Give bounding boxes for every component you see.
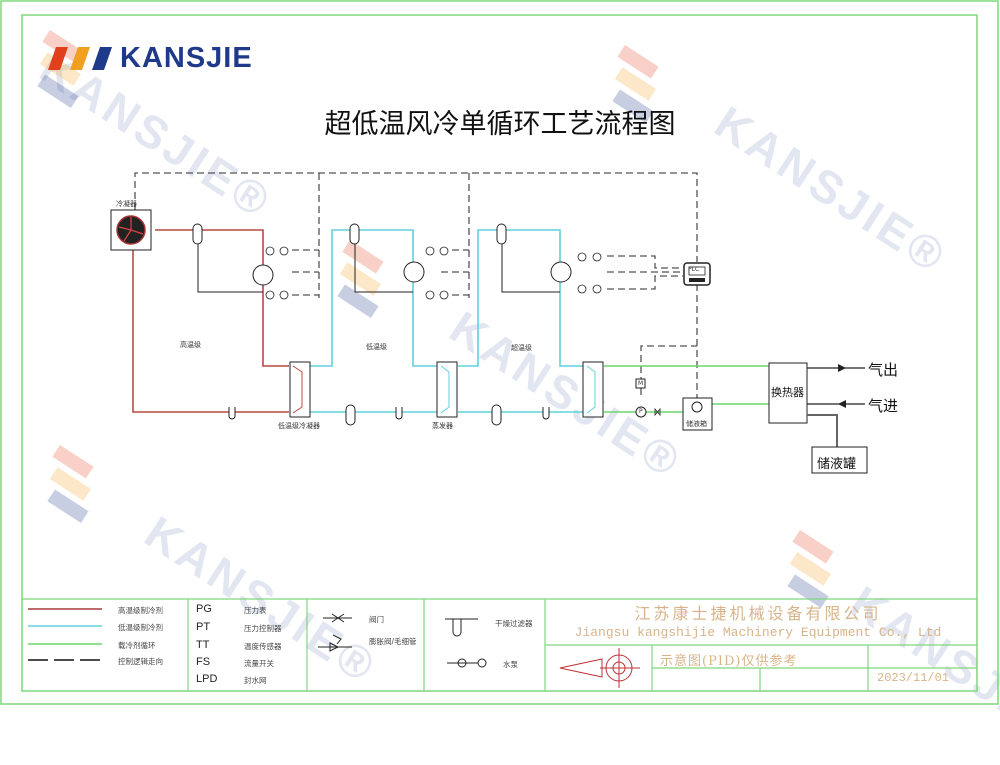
stage-ultra-label: 超温级 (511, 344, 532, 352)
gauges (265, 246, 602, 300)
legend-symbol-desc: 阀门 (369, 615, 384, 624)
evaporator-label: 蒸发器 (432, 422, 453, 430)
inner-frame (21, 14, 978, 692)
legend-symbol-desc: 膨胀阀/毛细管 (369, 637, 417, 646)
receivers (192, 223, 507, 426)
heat-exchanger (768, 362, 808, 424)
legend-symbols (318, 613, 487, 668)
legend-line-label: 控制逻辑走向 (118, 657, 163, 666)
storage-tank-label: 储液罐 (817, 457, 857, 472)
legend-code-desc: 封水网 (244, 676, 267, 685)
legend-symbol-desc: 干燥过滤器 (495, 619, 533, 628)
legend-code: PG (196, 603, 212, 615)
legend-code-desc: 温度传感器 (244, 642, 282, 651)
condenser (110, 209, 152, 251)
watermark-stripes (37, 30, 834, 608)
heat-exchanger-label: 换热器 (771, 386, 804, 399)
page-title: 超低温风冷单循环工艺流程图 (324, 109, 676, 140)
reservoir-tank-label: 储液箱 (686, 420, 707, 428)
legend-line-samples (28, 608, 102, 661)
water-pump (635, 378, 661, 418)
legend-code: PT (196, 621, 211, 633)
low-temp-lines (310, 229, 583, 413)
legend-code: LPD (196, 673, 218, 685)
drawing-date: 2023/11/01 (877, 671, 950, 685)
legend-grid (22, 598, 977, 691)
legend-code-desc: 流量开关 (244, 659, 274, 668)
legend-symbol-desc: 水泵 (503, 660, 518, 669)
legend-line-label: 低温级制冷剂 (118, 623, 163, 632)
legend-code: TT (196, 639, 210, 651)
brand-logo: KANSJIE (120, 42, 253, 74)
condenser-label: 冷凝器 (116, 200, 137, 208)
compressors (252, 261, 572, 286)
company-name-cn: 江苏康士捷机械设备有限公司 (634, 604, 882, 623)
projection-symbol-icon (559, 648, 640, 688)
legend-line-label: 高温级制冷剂 (118, 606, 163, 615)
legend-code-desc: 压力表 (244, 606, 267, 615)
company-name-en: Jiangsu kangshijie Machinery Equipment C… (574, 625, 942, 640)
legend-line-label: 载冷剂循环 (118, 641, 156, 650)
logo-icon (48, 47, 112, 70)
legend-code-desc: 压力控制器 (244, 624, 282, 633)
outer-frame (0, 0, 999, 705)
gas-in-label: 气进 (868, 397, 899, 415)
dryer-filters (228, 407, 550, 420)
high-temp-lines (132, 229, 289, 413)
cascade-condenser-label: 低温级冷凝器 (278, 422, 320, 430)
plc-label: PLC (688, 266, 700, 273)
plc-controller (683, 262, 711, 286)
legend-code: FS (196, 656, 211, 668)
pump-label: P (639, 408, 643, 415)
stage-low-label: 低温级 (366, 343, 387, 351)
diagram-canvas (0, 0, 999, 705)
gas-out-label: 气出 (868, 361, 899, 379)
stage-high-label: 高温级 (180, 341, 201, 349)
reference-note: 示意图(PID)仅供参考 (660, 654, 798, 669)
motor-label: M (638, 380, 644, 387)
plate-exchangers (289, 361, 604, 418)
storage-tank (811, 446, 868, 474)
